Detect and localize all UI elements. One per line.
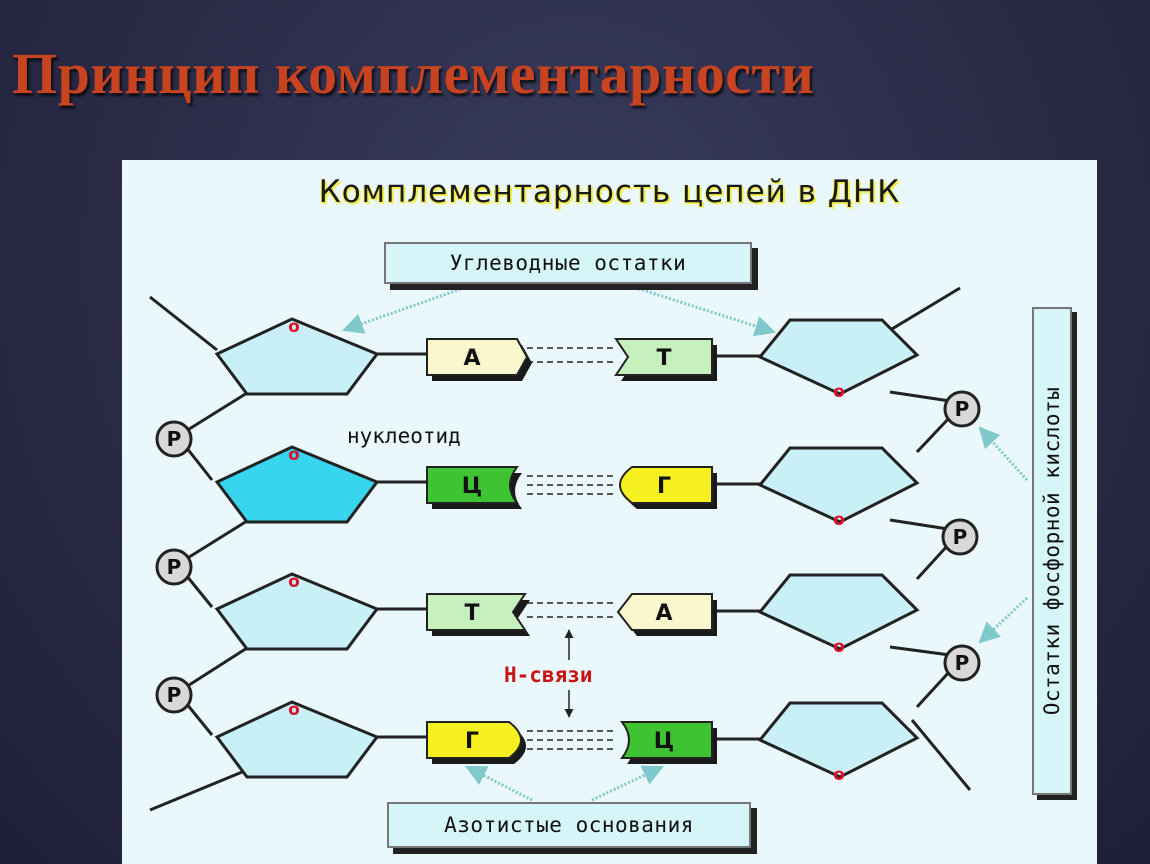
sugar-ring-right (757, 318, 920, 396)
sugar-ring-left (214, 572, 380, 651)
base-letter-left: Ц (462, 474, 482, 499)
nitrogen-base-left (426, 593, 527, 631)
phosphate-circle (155, 676, 193, 714)
strand-end-left-top (149, 295, 218, 352)
nitrogen-base-left (426, 721, 522, 759)
nitrogen-base-right (616, 593, 713, 631)
sugar-ring-left (214, 445, 380, 524)
phosphate-symbol: Р (955, 651, 970, 675)
pointer-arrow (978, 426, 1029, 482)
sugar-oxygen-right: о (833, 382, 845, 402)
hydrogen-bonds-label: Н-связи (504, 663, 593, 687)
pointer-arrow (591, 765, 664, 802)
diagram-title: Комплементарность цепей в ДНК (318, 174, 901, 210)
phosphate-residues-label: Остатки фосфорной кислоты (1032, 307, 1072, 795)
backbone-link (915, 543, 950, 581)
phosphate-symbol: Р (167, 555, 182, 579)
phosphate-circle (155, 420, 193, 458)
phosphate-circle (941, 518, 979, 556)
dna-diagram: о о о о о о о о Р Р Р Р Р Р А Т Ц Г Т А Г Ц Комплементарнос… (122, 160, 1097, 864)
backbone-link (184, 574, 214, 608)
sugar-ring-right (757, 701, 920, 779)
pointer-arrow (626, 283, 777, 337)
backbone-link (185, 391, 248, 433)
base-letter-right: Ц (654, 729, 674, 754)
backbone-link (184, 446, 214, 481)
sugar-ring-right (757, 573, 920, 651)
backbone-link (185, 519, 248, 561)
sugar-oxygen-right: о (833, 765, 845, 785)
sugar-oxygen-right: о (833, 510, 845, 530)
base-letter-right: Г (657, 474, 671, 499)
sugar-ring-right (757, 446, 920, 524)
backbone-link (915, 669, 952, 709)
pointer-arrow (342, 283, 473, 334)
backbone-link (185, 646, 248, 689)
sugar-phosphate-backbone (149, 286, 972, 812)
strand-end-right-top (881, 286, 961, 337)
backbone-link (184, 702, 214, 736)
nitrogen-bases: А Т Ц Г Т А Г Ц (426, 338, 717, 764)
sugar-oxygen-right: о (833, 637, 845, 657)
sugar-ring-left (214, 700, 380, 779)
sugar-oxygen-left: о (288, 317, 300, 337)
base-letter-right: Т (656, 346, 671, 371)
nitrogen-base-right (619, 721, 713, 759)
nitrogen-base-left (426, 466, 520, 504)
sugar-oxygen-left: о (288, 445, 300, 465)
sugar-oxygen-left: о (288, 572, 300, 592)
backbone-link (915, 415, 952, 454)
pointer-arrow (978, 596, 1029, 644)
slide-title: Принцип комплементарности (12, 41, 815, 106)
phosphate-groups: Р Р Р Р Р Р (155, 390, 981, 714)
pointer-arrow (465, 765, 533, 802)
nitrogen-bases-label: Азотистые основания (387, 802, 751, 848)
base-letter-right: А (655, 601, 672, 626)
sugar-ring-left (214, 317, 380, 396)
base-letter-left: А (463, 346, 480, 371)
sugar-oxygen-left: о (288, 700, 300, 720)
phosphate-symbol: Р (953, 525, 968, 549)
backbone-link (889, 518, 949, 531)
base-pair-rungs (377, 347, 760, 750)
strand-end-right-bottom (910, 719, 972, 791)
backbone-link (889, 390, 951, 403)
backbone-link (889, 645, 951, 657)
phosphate-circle (943, 644, 981, 682)
dna-drawing: о о о о о о о о Р Р Р Р Р Р А Т Ц Г Т А Г Ц (149, 283, 1029, 812)
phosphate-circle (155, 548, 193, 586)
base-letter-left: Г (465, 729, 479, 754)
strand-end-left-bottom (149, 768, 248, 812)
label-pointer-arrows (342, 283, 1029, 802)
nitrogen-base-right (614, 338, 713, 376)
phosphate-circle (943, 390, 981, 428)
nitrogen-base-left (426, 338, 529, 376)
phosphate-residues-text: Остатки фосфорной кислоты (1040, 386, 1064, 716)
base-letter-left: Т (464, 601, 479, 626)
phosphate-symbol: Р (167, 427, 182, 451)
phosphate-symbol: Р (167, 683, 182, 707)
phosphate-symbol: Р (955, 397, 970, 421)
sugar-rings: о о о о о о о о (214, 317, 920, 785)
nitrogen-base-right (619, 466, 713, 504)
nucleotide-label: нуклеотид (347, 424, 461, 448)
carbohydrate-residues-label: Углеводные остатки (384, 242, 752, 284)
